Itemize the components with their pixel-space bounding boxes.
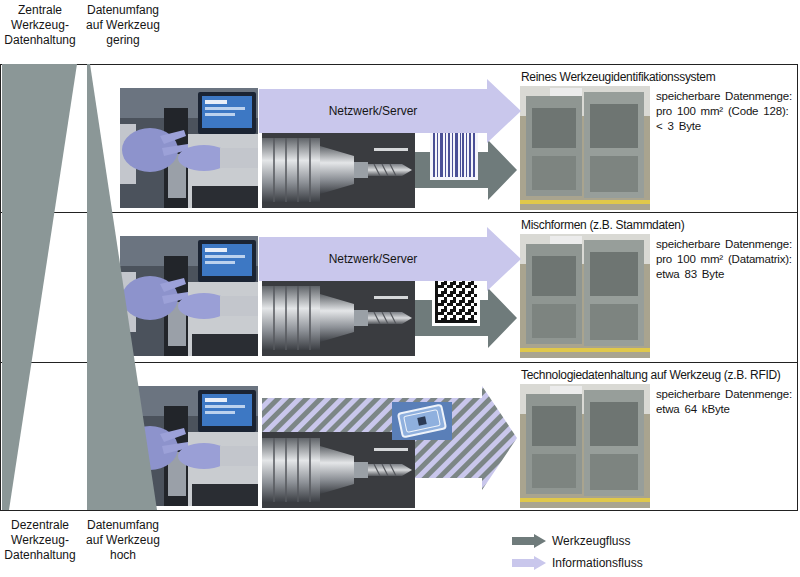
tool-photo xyxy=(262,280,415,356)
data-volume-wedge xyxy=(87,64,157,510)
level-band: Mischformen (z.B. Stammdaten) speicherbar… xyxy=(0,212,798,363)
presetter-photo xyxy=(120,88,258,208)
tool-photo xyxy=(262,432,415,508)
legend-swatch xyxy=(512,534,546,548)
data-amount-note: speicherbare Datenmenge: etwa 64 kByte xyxy=(656,387,796,417)
data-amount-note: speicherbare Datenmenge: pro 100 mm² (Co… xyxy=(656,89,796,134)
info-flow-arrow: Netzwerk/Server xyxy=(259,227,521,291)
level-band: Technologiedatenhaltung auf Werkzeug (z.… xyxy=(0,362,798,511)
central-storage-wedge xyxy=(2,64,77,510)
legend-text: Werkzeugfluss xyxy=(552,533,630,549)
row-illustration xyxy=(120,384,650,508)
machine-photo xyxy=(520,234,650,358)
band-heading: Technologiedatenhaltung auf Werkzeug (z.… xyxy=(521,368,797,383)
presetter-photo xyxy=(120,236,258,356)
band-heading: Mischformen (z.B. Stammdaten) xyxy=(521,218,797,233)
barcode-code128 xyxy=(430,130,478,180)
rfid-tag xyxy=(392,402,452,440)
row-illustration xyxy=(120,234,650,358)
scale-end-label: Datenumfang auf Werkzeug hoch xyxy=(84,518,162,563)
legend-swatch xyxy=(512,556,546,570)
swatch-arrow xyxy=(512,556,546,570)
row-illustration xyxy=(120,86,650,210)
scale-end-label: Dezentrale Werkzeug-Datenhaltung xyxy=(0,518,80,563)
legend-text: Informationsfluss xyxy=(552,555,643,571)
level-band: Reines Werkzeugidentifikationssystem spei… xyxy=(0,64,798,213)
machine-photo xyxy=(520,384,650,508)
arrow-shape xyxy=(259,227,521,291)
swatch-arrow xyxy=(512,534,546,548)
arrow-shape xyxy=(259,79,521,143)
datamatrix-code xyxy=(432,276,480,326)
machine-photo xyxy=(520,86,650,210)
tool-photo xyxy=(262,132,415,208)
arrow-label: Netzwerk/Server xyxy=(259,237,487,281)
arrow-label: Netzwerk/Server xyxy=(259,89,487,133)
scale-end-label: Zentrale Werkzeug-Datenhaltung xyxy=(0,3,80,48)
presetter-photo xyxy=(120,386,258,506)
band-heading: Reines Werkzeugidentifikationssystem xyxy=(521,70,797,85)
data-amount-note: speicherbare Datenmenge: pro 100 mm² (Da… xyxy=(656,237,796,282)
info-flow-arrow: Netzwerk/Server xyxy=(259,79,521,143)
scale-end-label: Datenumfang auf Werkzeug gering xyxy=(84,3,162,48)
